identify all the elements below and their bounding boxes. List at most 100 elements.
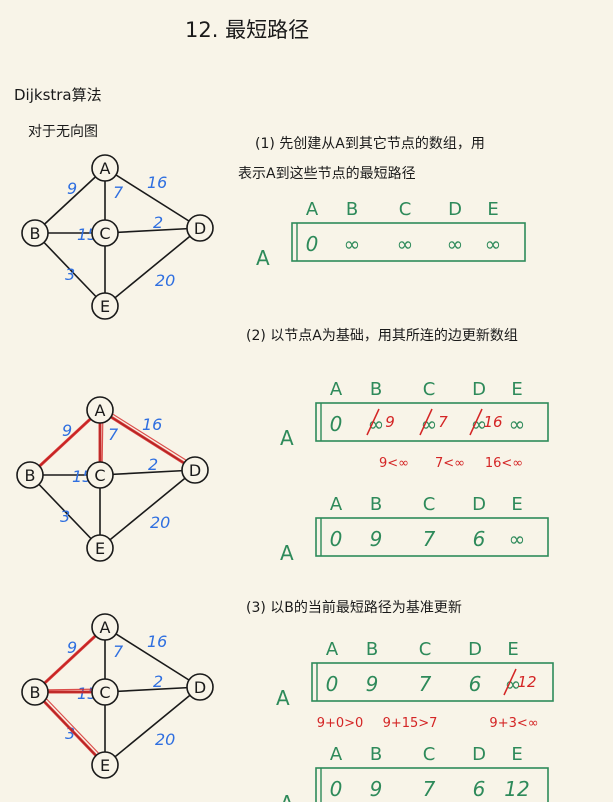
array-cell-B: ∞ bbox=[368, 412, 385, 436]
node-E bbox=[91, 292, 119, 320]
column-header-E: E bbox=[511, 744, 522, 765]
edge-weight-DE: 20 bbox=[155, 730, 175, 749]
step3-heading: (3) 以B的当前最短路径为基准更新 bbox=[246, 599, 462, 616]
edge-weight-BE: 3 bbox=[65, 724, 75, 743]
node-D bbox=[186, 673, 214, 701]
comparison-note: 9+0>0 bbox=[317, 716, 364, 731]
edge-weight-AD: 16 bbox=[142, 415, 162, 434]
edge-weight-AC: 7 bbox=[113, 183, 124, 202]
node-label-E: E bbox=[95, 539, 105, 558]
column-header-B: B bbox=[346, 199, 358, 220]
edge-weight-AD: 16 bbox=[147, 173, 167, 192]
node-B bbox=[16, 461, 44, 489]
array-cell-C: 7 bbox=[419, 672, 432, 696]
edge-weight-AB: 9 bbox=[67, 179, 77, 198]
node-label-C: C bbox=[99, 683, 110, 702]
column-header-E: E bbox=[507, 639, 518, 660]
comparison-note: 7<∞ bbox=[435, 456, 465, 471]
edge-CD bbox=[99, 469, 196, 476]
edge-AB bbox=[34, 167, 106, 234]
array-cell-E: ∞ bbox=[485, 232, 502, 256]
edge-weight-AB: 9 bbox=[67, 638, 77, 657]
step1-line2: 表示A到这些节点的最短路径 bbox=[238, 165, 416, 182]
column-header-D: D bbox=[448, 199, 462, 220]
node-B bbox=[21, 219, 49, 247]
edge-CD bbox=[104, 686, 201, 693]
comparison-note: 9+3<∞ bbox=[489, 716, 538, 731]
node-E bbox=[91, 751, 119, 779]
column-header-A: A bbox=[326, 639, 339, 660]
updated-value: 7 bbox=[438, 413, 448, 431]
array-cell-E: ∞ bbox=[505, 672, 522, 696]
array-cell-A: 0 bbox=[306, 232, 319, 256]
updated-value: 9 bbox=[385, 413, 395, 431]
edge-BE bbox=[34, 232, 106, 307]
column-header-D: D bbox=[472, 494, 486, 515]
column-header-E: E bbox=[511, 494, 522, 515]
array-cell-E: 12 bbox=[504, 777, 529, 801]
edge-DE bbox=[104, 686, 201, 766]
column-header-A: A bbox=[330, 494, 343, 515]
node-A bbox=[91, 154, 119, 182]
node-label-E: E bbox=[100, 756, 110, 775]
column-header-B: B bbox=[366, 639, 378, 660]
node-E bbox=[86, 534, 114, 562]
algorithm-title: Dijkstra算法 bbox=[14, 86, 102, 104]
array-cell-B: 9 bbox=[370, 527, 383, 551]
column-header-A: A bbox=[306, 199, 319, 220]
graph-type-label: 对于无向图 bbox=[28, 124, 98, 140]
edge-DE bbox=[104, 227, 201, 307]
node-label-B: B bbox=[30, 224, 41, 243]
updated-value: 12 bbox=[517, 673, 536, 691]
node-label-A: A bbox=[100, 618, 111, 637]
column-header-B: B bbox=[370, 379, 382, 400]
array-box bbox=[315, 767, 549, 802]
array-cell-A: 0 bbox=[326, 672, 339, 696]
table-5: ABCDEA097612 bbox=[280, 744, 549, 802]
strike-mark bbox=[419, 408, 433, 436]
edge-CD bbox=[104, 227, 201, 234]
array-cell-D: ∞ bbox=[447, 232, 464, 256]
edge-weight-AD: 16 bbox=[147, 632, 167, 651]
array-cell-D: 6 bbox=[469, 672, 482, 696]
node-label-A: A bbox=[95, 401, 106, 420]
comparison-note: 9<∞ bbox=[379, 456, 409, 471]
array-cell-D: ∞ bbox=[471, 412, 488, 436]
column-header-D: D bbox=[472, 744, 486, 765]
row-label: A bbox=[280, 426, 294, 450]
edge-weight-BE: 3 bbox=[65, 265, 75, 284]
node-label-A: A bbox=[100, 159, 111, 178]
edge-weight-CD: 2 bbox=[148, 455, 158, 474]
array-box bbox=[315, 517, 549, 557]
row-label: A bbox=[276, 686, 290, 710]
array-cell-E: ∞ bbox=[509, 412, 526, 436]
node-label-C: C bbox=[99, 224, 110, 243]
node-D bbox=[186, 214, 214, 242]
column-header-E: E bbox=[487, 199, 498, 220]
node-D bbox=[181, 456, 209, 484]
node-label-C: C bbox=[94, 466, 105, 485]
array-cell-D: 6 bbox=[473, 527, 486, 551]
page-title: 12. 最短路径 bbox=[185, 18, 309, 42]
array-cell-A: 0 bbox=[330, 527, 343, 551]
edge-weight-AC: 7 bbox=[113, 642, 124, 661]
node-label-E: E bbox=[100, 297, 110, 316]
node-label-D: D bbox=[194, 219, 206, 238]
array-box bbox=[291, 222, 526, 262]
array-cell-C: ∞ bbox=[421, 412, 438, 436]
node-C bbox=[91, 219, 119, 247]
node-label-D: D bbox=[189, 461, 201, 480]
column-header-C: C bbox=[419, 639, 432, 660]
highlight-stroke-AD bbox=[102, 407, 198, 468]
edge-AD bbox=[104, 167, 201, 229]
column-header-B: B bbox=[370, 494, 382, 515]
step2-heading: (2) 以节点A为基础，用其所连的边更新数组 bbox=[246, 327, 518, 344]
node-label-B: B bbox=[25, 466, 36, 485]
